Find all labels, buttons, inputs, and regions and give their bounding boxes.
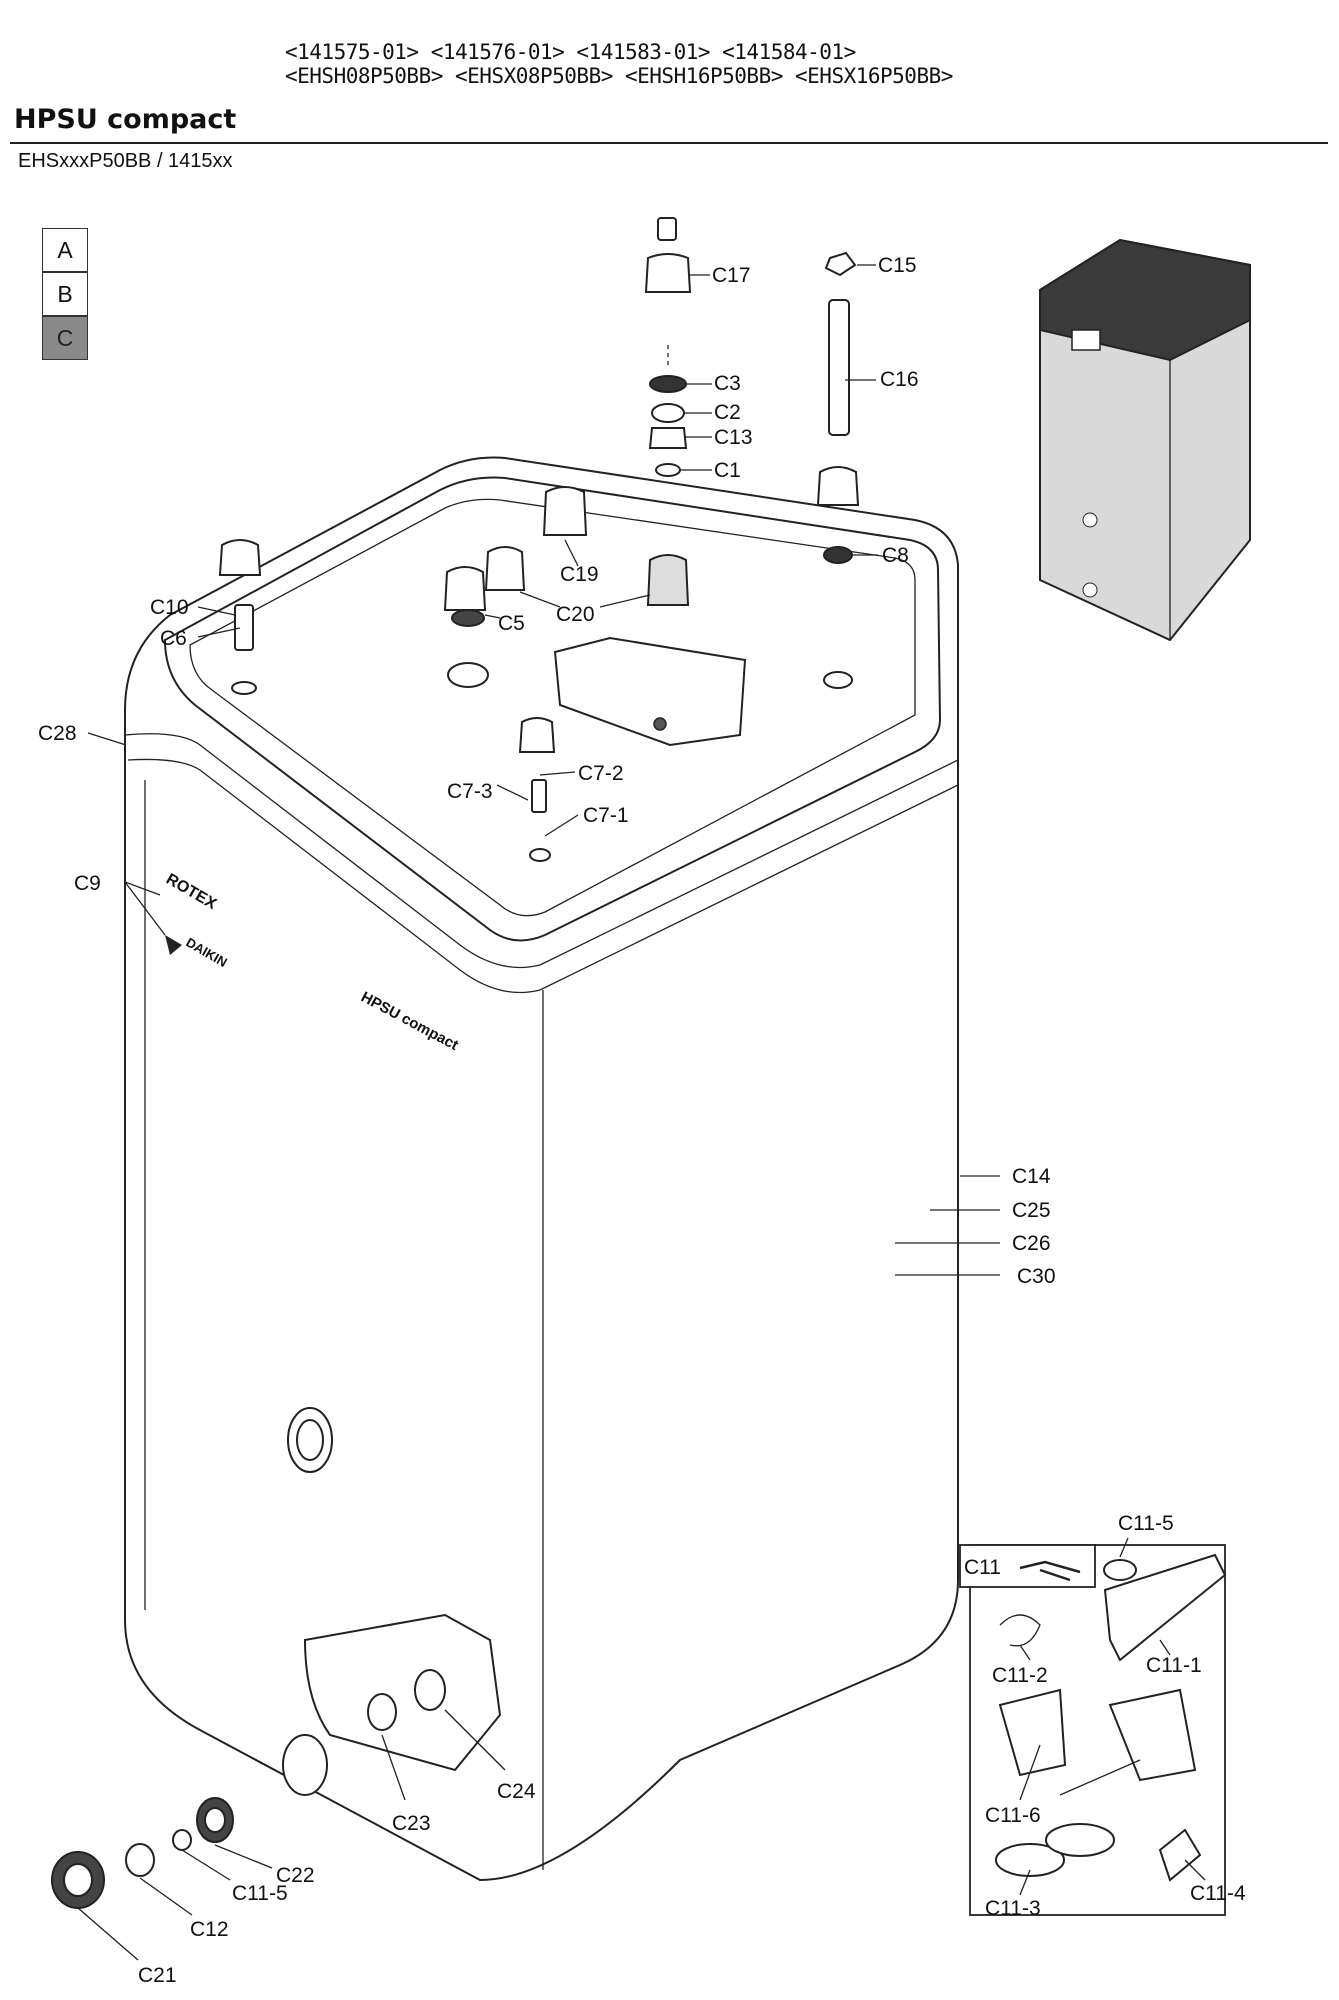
label-c11-4: C11-4 (1190, 1882, 1246, 1905)
part-labels: C17 C15 C16 C3 C2 C13 C1 C8 C19 C20 C5 C… (38, 254, 1246, 1987)
label-c7-1: C7-1 (583, 804, 629, 827)
model-code-header: <141575-01> <141576-01> <141583-01> <141… (285, 40, 953, 88)
leader-lines (77, 264, 1206, 1961)
legend-box-a: A (42, 228, 88, 272)
label-c7-2: C7-2 (578, 762, 624, 785)
label-c5: C5 (498, 612, 525, 635)
title-divider (10, 142, 1328, 144)
label-c3: C3 (714, 372, 741, 395)
c11-service-kit-box (959, 1544, 1227, 1916)
label-c19: C19 (560, 563, 599, 586)
label-c24: C24 (497, 1780, 536, 1803)
label-c11-3: C11-3 (985, 1897, 1041, 1920)
top-fittings (218, 217, 860, 862)
page-subtitle: EHSxxxP50BB / 1415xx (18, 150, 233, 172)
label-c6: C6 (160, 627, 187, 650)
label-c11: C11 (964, 1556, 1001, 1579)
label-c11-1: C11-1 (1146, 1654, 1202, 1677)
lid-recess (553, 636, 747, 747)
label-c21: C21 (138, 1964, 177, 1987)
label-c13: C13 (714, 426, 753, 449)
label-c7-3: C7-3 (447, 780, 493, 803)
label-c1: C1 (714, 459, 741, 482)
label-c11-2: C11-2 (992, 1664, 1048, 1687)
tank-lid (163, 476, 942, 942)
label-c14: C14 (1012, 1165, 1051, 1188)
label-c20: C20 (556, 603, 595, 626)
label-c16: C16 (880, 368, 919, 391)
side-port-lower (282, 1734, 328, 1796)
storage-tank: ROTEX DAIKIN HPSU compact (124, 456, 959, 1882)
label-c30: C30 (1017, 1265, 1056, 1288)
label-c8: C8 (882, 544, 909, 567)
label-c26: C26 (1012, 1232, 1051, 1255)
label-c11-6: C11-6 (985, 1804, 1041, 1827)
label-c22: C22 (276, 1864, 315, 1887)
label-c17: C17 (712, 264, 751, 287)
legend-box-b: B (42, 272, 88, 316)
label-c28: C28 (38, 722, 77, 745)
model-codes: <EHSH08P50BB> <EHSX08P50BB> <EHSH16P50BB… (285, 64, 953, 88)
page-title: HPSU compact (14, 104, 237, 135)
label-c11-5-bottom: C11-5 (232, 1882, 288, 1905)
product-thumbnail (1039, 238, 1251, 642)
bottom-fittings (51, 1797, 234, 1909)
label-c15: C15 (878, 254, 917, 277)
label-c23: C23 (392, 1812, 431, 1835)
label-c11-5-top: C11-5 (1118, 1512, 1174, 1535)
label-c2: C2 (714, 401, 741, 424)
label-c12: C12 (190, 1918, 229, 1941)
part-number-codes: <141575-01> <141576-01> <141583-01> <141… (285, 40, 856, 64)
bottom-inspection-cover (303, 1613, 502, 1772)
legend-box-c: C (42, 316, 88, 360)
label-c9: C9 (74, 872, 101, 895)
label-c10: C10 (150, 596, 189, 619)
daikin-logo-icon (165, 935, 182, 955)
label-c25: C25 (1012, 1199, 1051, 1222)
